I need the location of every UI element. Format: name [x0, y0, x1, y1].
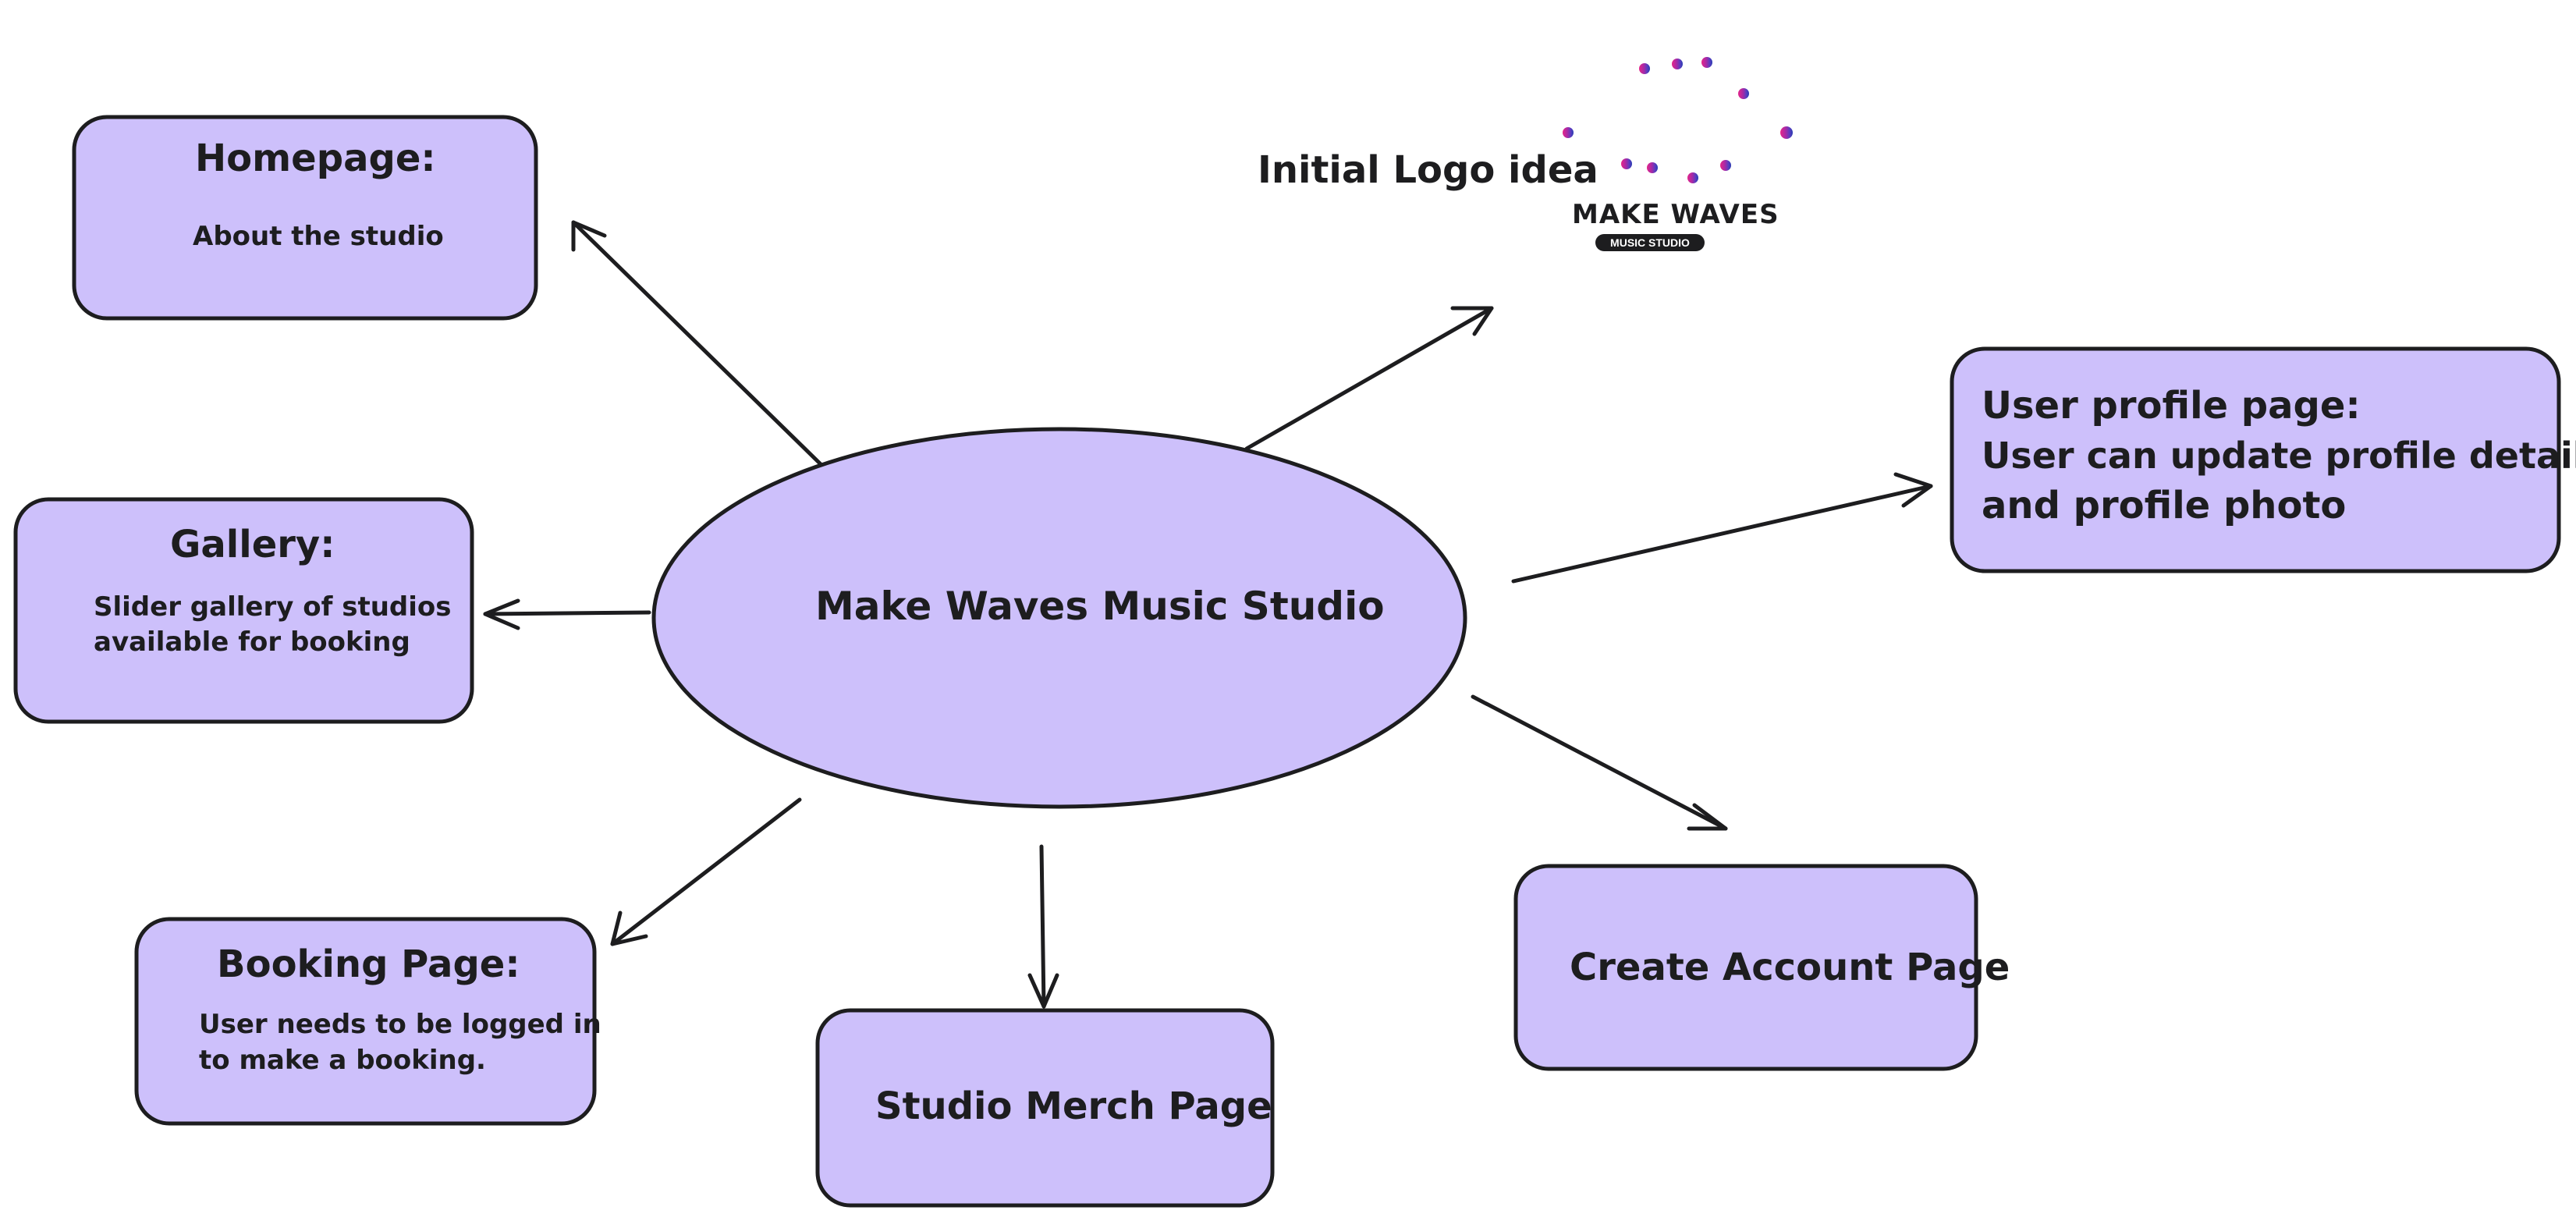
- booking-desc-line-2: to make a booking.: [199, 1045, 486, 1076]
- connector-merch: [1027, 844, 1059, 1009]
- profile-line-3: and profile photo: [1982, 484, 2347, 527]
- soundwave-dots: [1563, 57, 1793, 183]
- profile-node: [1950, 346, 2561, 573]
- logo-wordmark: MAKE WAVES: [1572, 199, 1779, 230]
- connector-create-account: [1471, 694, 1728, 831]
- create-account-node: [1513, 864, 1978, 1071]
- booking-node: [134, 917, 597, 1126]
- merch-title: Studio Merch Page: [875, 1084, 1272, 1128]
- gallery-title: Gallery:: [170, 523, 335, 566]
- connector-profile: [1511, 472, 1933, 584]
- merch-node: [815, 1008, 1275, 1208]
- connector-booking: [610, 797, 802, 946]
- profile-line-1: User profile page:: [1982, 384, 2361, 428]
- center-node: [651, 427, 1467, 809]
- create-account-title: Create Account Page: [1570, 946, 2010, 989]
- booking-title: Booking Page:: [217, 942, 520, 986]
- homepage-title: Homepage:: [195, 137, 436, 180]
- booking-desc-line-1: User needs to be logged in: [199, 1009, 601, 1040]
- homepage-desc: About the studio: [193, 221, 444, 252]
- gallery-node: [13, 497, 474, 724]
- gallery-desc-line-1: Slider gallery of studios: [94, 591, 452, 623]
- homepage-node: [72, 115, 538, 321]
- logo-caption: Initial Logo idea: [1258, 148, 1598, 192]
- center-label: Make Waves Music Studio: [815, 584, 1385, 629]
- logo-tagline: MUSIC STUDIO: [1595, 234, 1705, 251]
- connector-logo: [1244, 306, 1494, 451]
- profile-line-2: User can update profile details: [1982, 435, 2576, 477]
- soundwave-icon: [1586, 69, 1770, 173]
- gallery-desc-line-2: available for booking: [94, 626, 410, 658]
- connector-homepage: [571, 220, 823, 467]
- connector-gallery: [483, 598, 651, 630]
